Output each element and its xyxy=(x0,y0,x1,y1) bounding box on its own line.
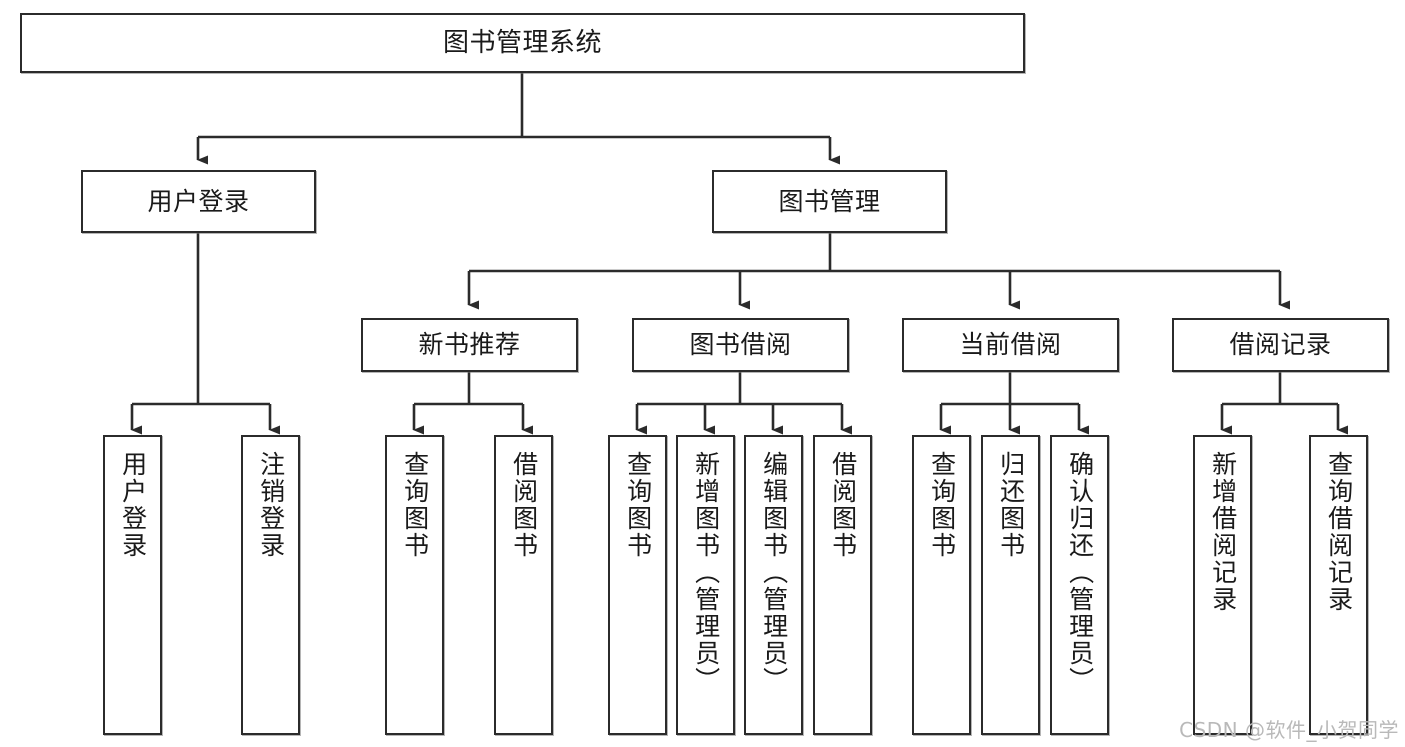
node-leaf-add-book[interactable]: 新增图书（管理员） xyxy=(676,435,735,735)
node-label: 图书管理 xyxy=(778,186,881,216)
node-label: 借阅图书 xyxy=(828,451,858,559)
node-leaf-return-book[interactable]: 归还图书 xyxy=(981,435,1040,735)
node-label: 借阅记录 xyxy=(1229,330,1332,360)
node-label: 确认归还（管理员） xyxy=(1065,451,1095,694)
node-label: 编辑图书（管理员） xyxy=(759,451,789,694)
node-label: 用户登录 xyxy=(118,451,148,559)
node-label: 查询图书 xyxy=(400,451,430,559)
node-borrow-record[interactable]: 借阅记录 xyxy=(1172,318,1389,372)
node-user-login[interactable]: 用户登录 xyxy=(81,170,316,233)
node-label: 查询图书 xyxy=(623,451,653,559)
node-leaf-query-book-current[interactable]: 查询图书 xyxy=(912,435,971,735)
node-label: 新书推荐 xyxy=(418,330,521,360)
node-leaf-user-login[interactable]: 用户登录 xyxy=(103,435,162,735)
node-label: 图书管理系统 xyxy=(442,27,602,58)
node-leaf-borrow-book[interactable]: 借阅图书 xyxy=(813,435,872,735)
node-leaf-edit-book[interactable]: 编辑图书（管理员） xyxy=(744,435,803,735)
node-current-borrow[interactable]: 当前借阅 xyxy=(902,318,1119,372)
node-label: 用户登录 xyxy=(147,186,250,216)
node-label: 归还图书 xyxy=(996,451,1026,559)
node-leaf-borrow-book-recommend[interactable]: 借阅图书 xyxy=(494,435,553,735)
node-label: 查询借阅记录 xyxy=(1324,451,1354,613)
node-label: 当前借阅 xyxy=(959,330,1062,360)
node-leaf-query-borrow-record[interactable]: 查询借阅记录 xyxy=(1309,435,1368,735)
node-label: 借阅图书 xyxy=(509,451,539,559)
csdn-watermark: CSDN @软件_小贺同学 xyxy=(1179,718,1399,742)
node-leaf-query-book-borrow[interactable]: 查询图书 xyxy=(608,435,667,735)
node-label: 新增图书（管理员） xyxy=(691,451,721,694)
node-label: 新增借阅记录 xyxy=(1208,451,1238,613)
node-label: 查询图书 xyxy=(927,451,957,559)
node-leaf-add-borrow-record[interactable]: 新增借阅记录 xyxy=(1193,435,1252,735)
node-book-management-system[interactable]: 图书管理系统 xyxy=(20,13,1025,73)
node-label: 图书借阅 xyxy=(689,330,792,360)
node-book-manage[interactable]: 图书管理 xyxy=(712,170,947,233)
node-book-borrow[interactable]: 图书借阅 xyxy=(632,318,849,372)
node-leaf-logout-login[interactable]: 注销登录 xyxy=(241,435,300,735)
node-new-book-recommend[interactable]: 新书推荐 xyxy=(361,318,578,372)
node-label: 注销登录 xyxy=(256,451,286,559)
node-leaf-confirm-return[interactable]: 确认归还（管理员） xyxy=(1050,435,1109,735)
node-leaf-query-book-recommend[interactable]: 查询图书 xyxy=(385,435,444,735)
